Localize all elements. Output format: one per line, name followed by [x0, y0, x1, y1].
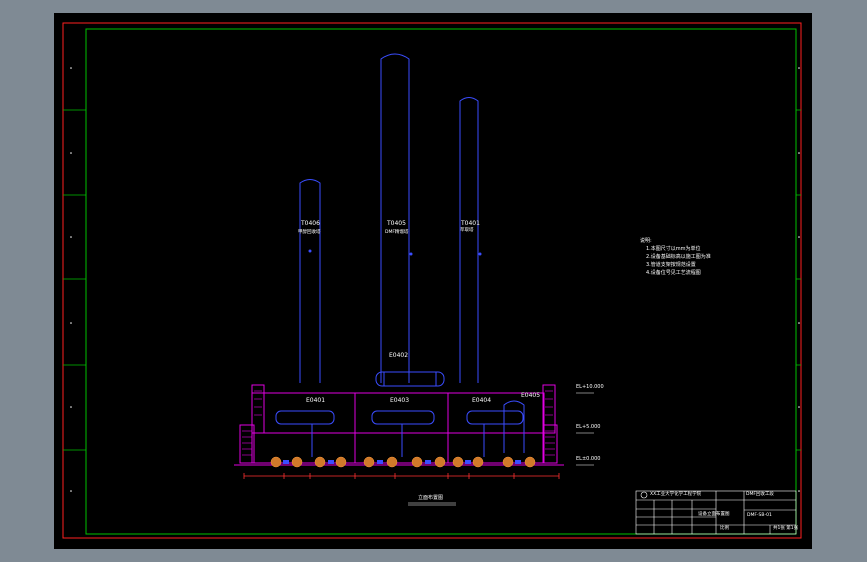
motors: [283, 460, 521, 464]
title-block-drawing-name: 设备立面布置图: [698, 512, 730, 517]
title-block-school: XX工业大学化学工程学院: [650, 492, 702, 497]
note-4: 4.设备位号见工艺流程图: [646, 270, 701, 276]
outer-border: [62, 22, 802, 539]
school-logo: [640, 491, 648, 499]
note-2: 2.设备基础标高以施工图为准: [646, 254, 711, 260]
elevation-middle: EL+5.000: [576, 424, 601, 430]
zone-ticks: [63, 109, 801, 451]
cad-drawing-canvas: [62, 22, 802, 539]
tower-t0405-desc: DMF精馏塔: [385, 230, 409, 235]
title-block-sheet: 共1张 第1张: [773, 526, 799, 531]
exchanger-e0404-tag: E0404: [472, 397, 492, 404]
tower-t0406-tag: T0406: [301, 220, 320, 227]
exchangers: [275, 400, 525, 457]
steel-structure: [234, 384, 564, 466]
exchanger-e0401-shape: [275, 410, 335, 425]
exchanger-e0403-shape: [371, 410, 435, 425]
dimension-line: [243, 473, 560, 479]
view-title-underline: [408, 502, 456, 506]
tower-t0406-desc: 甲醇回收塔: [298, 230, 321, 235]
view-title: 立面布置图: [418, 495, 444, 501]
note-1: 1.本图尺寸以mm为单位: [646, 246, 701, 252]
ladders: [242, 390, 555, 456]
exchanger-e0401-tag: E0401: [306, 397, 326, 404]
elevation-upper: EL+10.000: [576, 384, 604, 390]
pumps: [270, 456, 536, 468]
zone-dots: [70, 67, 800, 492]
tower-t0405-shape: [380, 53, 410, 383]
title-block-drawing-no: DMF-SB-01: [747, 513, 772, 518]
title-block-scale: 比例: [720, 526, 729, 531]
tower-t0401-shape: [459, 97, 479, 383]
vessel-e0405-tag: E0405: [521, 392, 541, 399]
exchanger-e0402-shape: [375, 371, 445, 387]
drawing-sheet: T0406 甲醇回收塔 T0405 DMF精馏塔 T0401 萃取塔 E0402…: [54, 13, 812, 549]
exchanger-e0403-tag: E0403: [390, 397, 410, 404]
tower-t0405-tag: T0405: [387, 220, 406, 227]
elevation-markers: [576, 392, 594, 466]
inner-border: [85, 28, 797, 535]
notes-heading: 说明:: [640, 238, 652, 244]
tower-t0401-tag: T0401: [461, 220, 480, 227]
title-block-project: DMF回收工段: [746, 492, 774, 497]
vessel-e0405-shape: [503, 400, 525, 453]
towers: [299, 53, 482, 383]
elevation-ground: EL±0.000: [576, 456, 601, 462]
exchanger-e0402-tag: E0402: [389, 352, 409, 359]
title-block-frame: [635, 490, 797, 535]
note-3: 3.管道支架按规范设置: [646, 262, 696, 268]
exchanger-e0404-shape: [466, 410, 524, 425]
tower-t0401-desc: 萃取塔: [460, 228, 474, 233]
tower-t0406-shape: [299, 179, 321, 383]
